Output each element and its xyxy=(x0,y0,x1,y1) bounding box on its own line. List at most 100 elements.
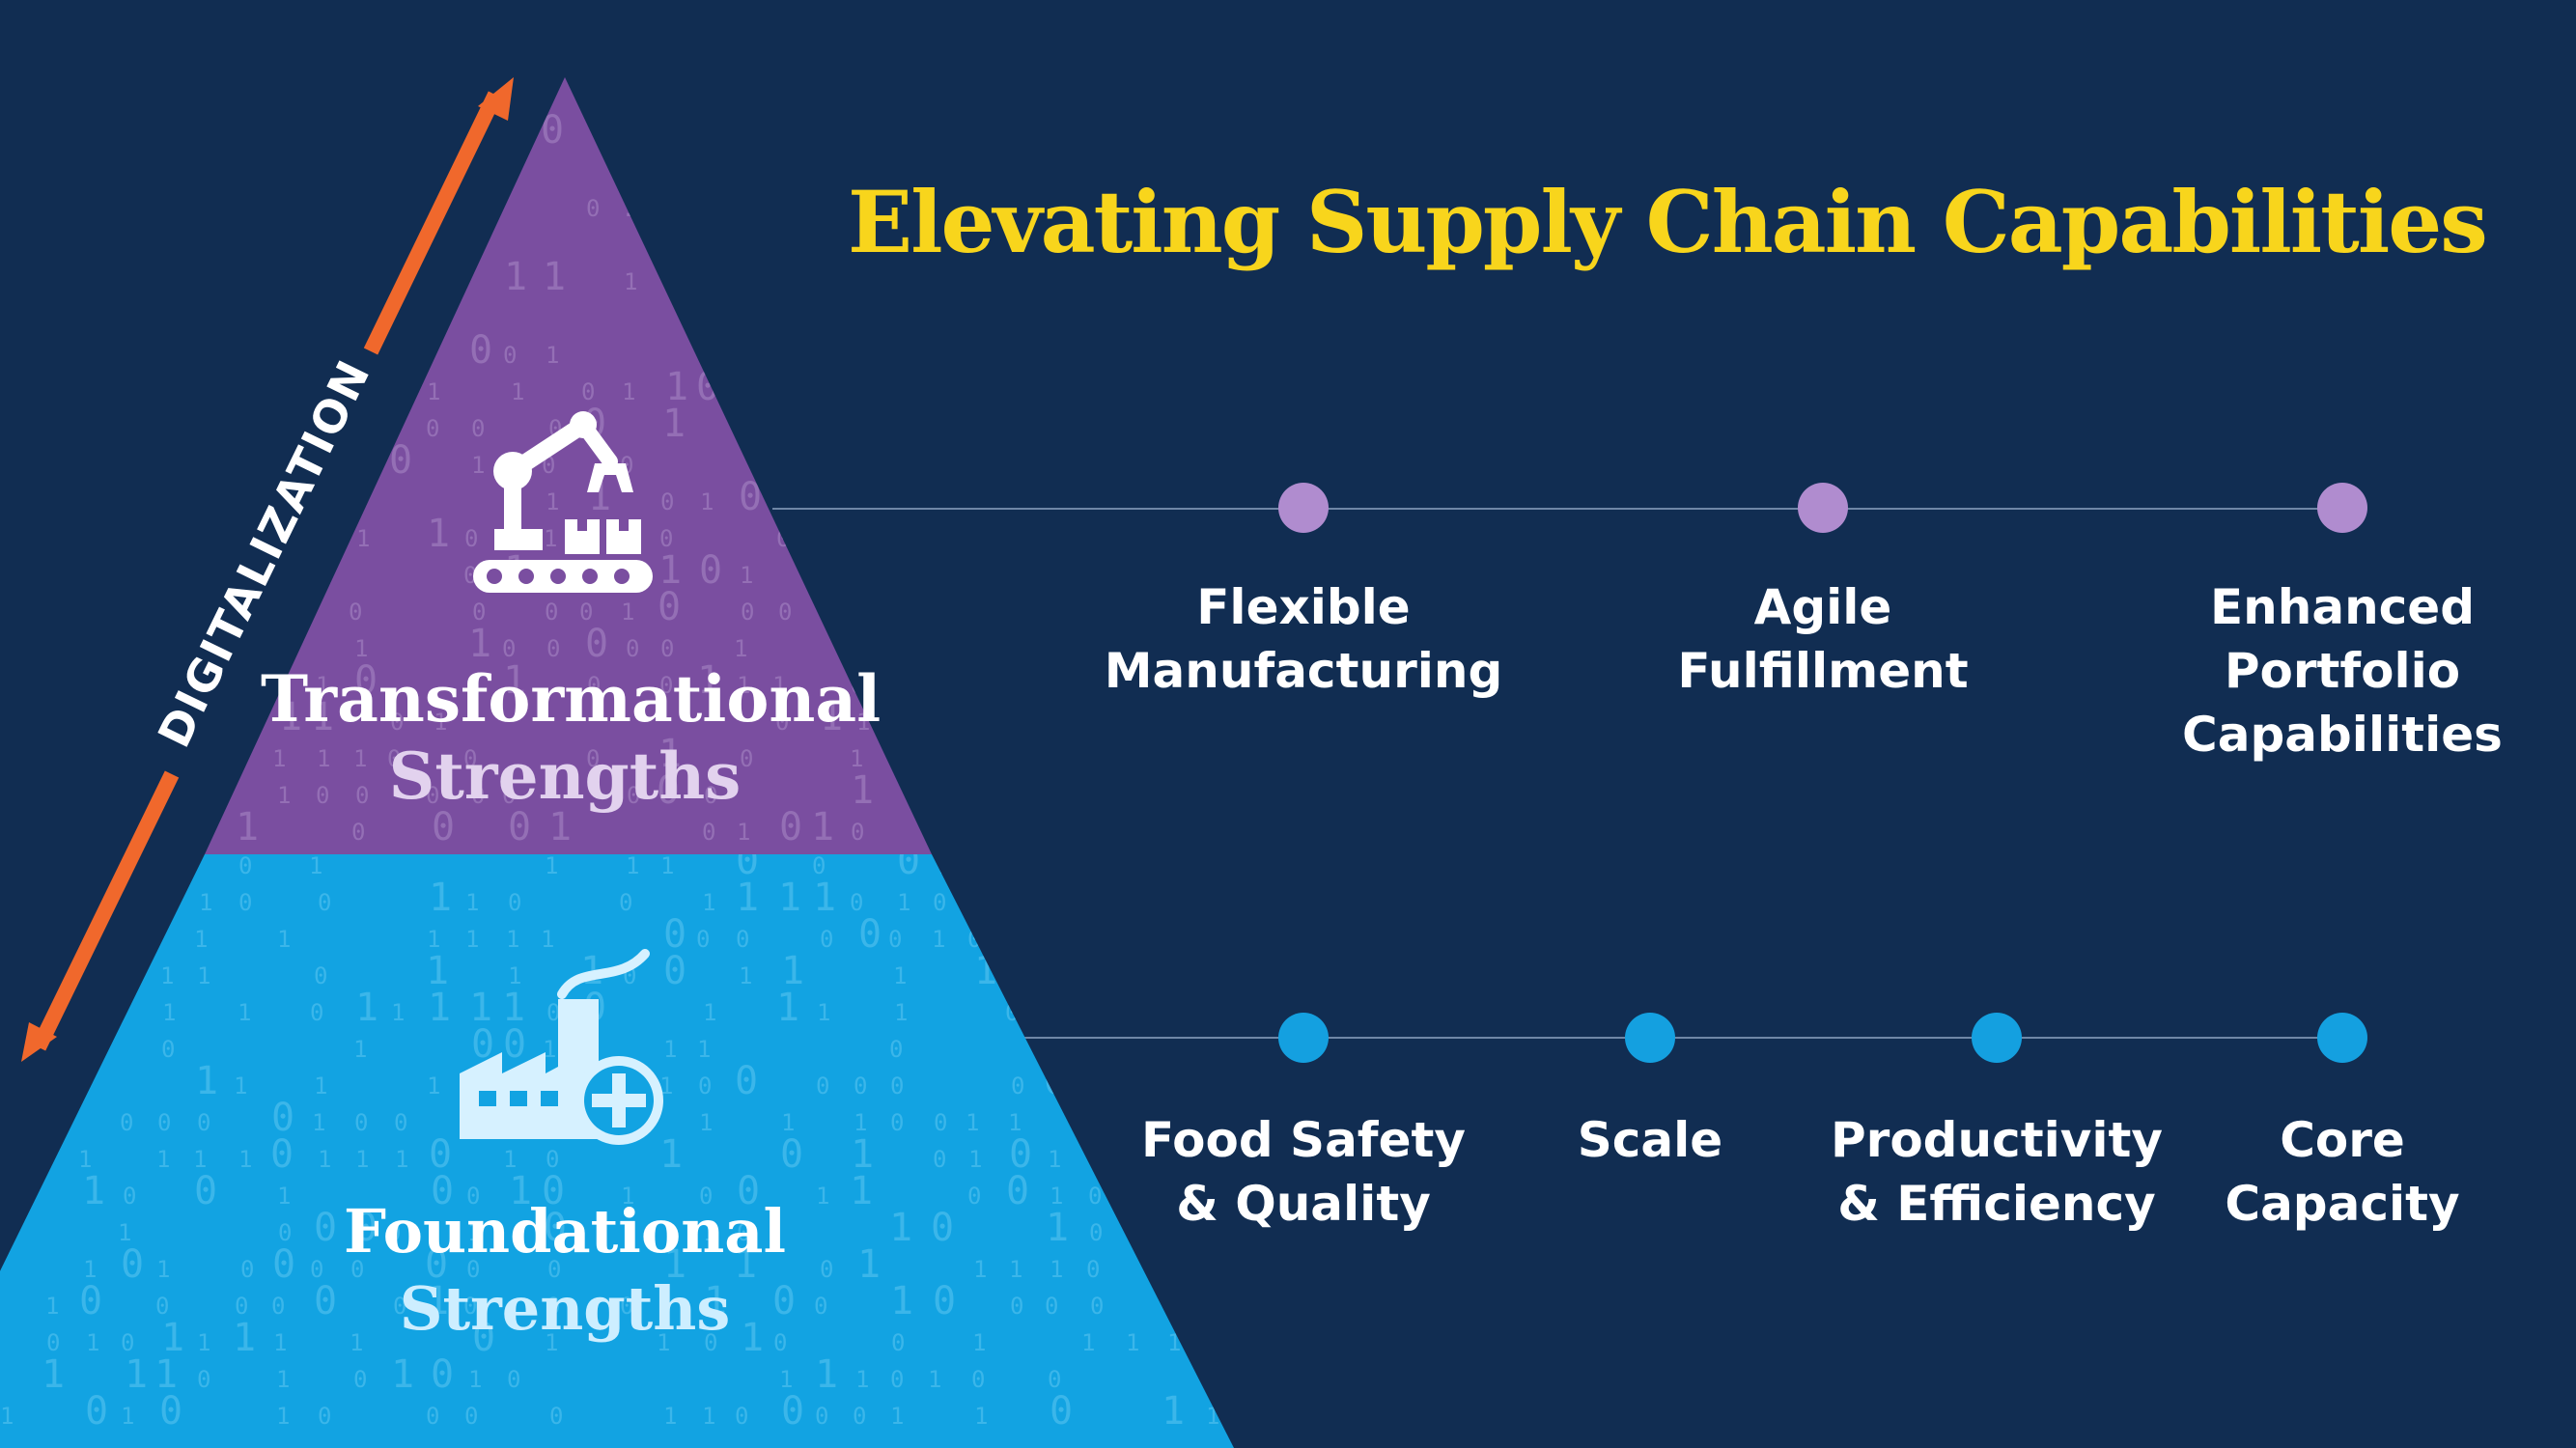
binary-digit: 0 xyxy=(1165,488,1179,515)
binary-digit: 0 xyxy=(1120,926,1134,953)
binary-digit: 0 xyxy=(1045,1293,1058,1320)
binary-digit: 0 xyxy=(318,889,331,916)
binary-digit: 1 xyxy=(850,745,863,772)
binary-digit: 0 xyxy=(125,292,148,336)
binary-digit: 0 xyxy=(79,415,93,442)
binary-digit: 0 xyxy=(194,85,208,112)
binary-digit: 1 xyxy=(968,1146,982,1173)
binary-digit: 0 xyxy=(472,1316,495,1360)
binary-digit: 1 xyxy=(1201,122,1215,149)
binary-digit: 0 xyxy=(737,1169,760,1213)
binary-digit: 1 xyxy=(238,999,251,1026)
binary-digit: 0 xyxy=(854,1072,867,1100)
binary-digit: 1 xyxy=(238,438,262,483)
binary-digit: 0 xyxy=(1046,488,1059,515)
binary-digit: 1 xyxy=(355,986,378,1030)
binary-digit: 0 xyxy=(586,745,600,772)
binary-digit: 0 xyxy=(967,1183,981,1210)
transformational-label-line2: Strengths xyxy=(388,738,742,814)
binary-digit: 0 xyxy=(354,1109,368,1136)
binary-digit: 0 xyxy=(776,525,790,552)
binary-digit: 0 xyxy=(1245,1329,1258,1356)
binary-digit: 0 xyxy=(1240,1352,1263,1397)
binary-digit: 0 xyxy=(125,342,138,369)
binary-digit: 1 xyxy=(234,1072,247,1100)
binary-digit: 1 xyxy=(506,926,519,953)
binary-digit: 0 xyxy=(310,1256,323,1283)
binary-digit: 1 xyxy=(388,71,411,116)
cap-flexible-manufacturing: Flexible Manufacturing xyxy=(1091,575,1516,703)
binary-digit: 1 xyxy=(314,525,327,552)
binary-digit: 1 xyxy=(273,1329,287,1356)
binary-digit: 0 xyxy=(814,1293,827,1320)
binary-digit: 1 xyxy=(1197,889,1211,916)
binary-digit: 0 xyxy=(1006,1169,1029,1213)
binary-digit: 1 xyxy=(352,452,366,479)
binary-digit: 0 xyxy=(1239,782,1252,809)
binary-digit: 1 xyxy=(662,402,686,446)
binary-digit: 1 xyxy=(543,255,566,299)
binary-digit: 1 xyxy=(1203,292,1226,336)
binary-digit: 0 xyxy=(45,635,59,662)
page-title: Elevating Supply Chain Capabilities xyxy=(848,172,2488,272)
binary-digit: 1 xyxy=(468,622,491,666)
binary-digit: 0 xyxy=(736,926,749,953)
cap-line: Core xyxy=(2280,1112,2405,1168)
transformational-label: Transformational Strengths xyxy=(261,660,881,815)
binary-digit: 0 xyxy=(238,268,251,295)
binary-digit: 1 xyxy=(1081,1329,1095,1356)
binary-digit: 0 xyxy=(314,1206,337,1250)
binary-digit: 0 xyxy=(81,599,95,626)
binary-digit: 0 xyxy=(426,782,439,809)
binary-digit: 1 xyxy=(1159,512,1182,556)
binary-digit: 1 xyxy=(160,962,174,989)
binary-digit: 0 xyxy=(1048,1036,1061,1063)
binary-digit: 0 xyxy=(429,1132,452,1177)
binary-digit: 0 xyxy=(431,1352,454,1397)
binary-digit: 1 xyxy=(427,512,450,556)
binary-digit: 0 xyxy=(735,108,758,153)
cap-line: Scale xyxy=(1577,1112,1723,1168)
binary-digit: 0 xyxy=(890,1366,904,1393)
binary-digit: 0 xyxy=(932,585,955,629)
binary-digit: 0 xyxy=(929,709,942,736)
binary-digit: 1 xyxy=(736,876,759,920)
binary-digit: 0 xyxy=(891,1329,905,1356)
cap-line: Agile xyxy=(1753,579,1892,635)
binary-digit: 1 xyxy=(889,1206,912,1250)
binary-digit: 1 xyxy=(851,1132,874,1177)
binary-digit: 1 xyxy=(700,488,714,515)
binary-digit: 1 xyxy=(508,962,521,989)
binary-digit: 0 xyxy=(349,599,362,626)
binary-digit: 0 xyxy=(970,889,984,916)
binary-digit: 1 xyxy=(154,1352,178,1397)
binary-digit: 1 xyxy=(316,672,329,699)
binary-digit: 1 xyxy=(7,512,30,556)
binary-digit: 1 xyxy=(277,926,291,953)
binary-digit: 0 xyxy=(389,438,412,483)
binary-digit: 1 xyxy=(465,889,479,916)
binary-digit: 1 xyxy=(309,852,322,879)
binary-digit: 1 xyxy=(543,1036,556,1063)
binary-digit: 0 xyxy=(1204,1279,1227,1323)
binary-digit: 0 xyxy=(545,599,558,626)
binary-digit: 0 xyxy=(197,1366,210,1393)
binary-digit: 1 xyxy=(277,1183,291,1210)
binary-digit: 0 xyxy=(390,709,404,736)
binary-digit: 1 xyxy=(86,1329,99,1356)
binary-digit: 1 xyxy=(509,1169,532,1213)
binary-digit: 0 xyxy=(779,805,802,849)
binary-digit: 1 xyxy=(737,672,750,699)
binary-digit: 1 xyxy=(1245,365,1268,409)
binary-digit: 1 xyxy=(889,709,903,736)
binary-digit: 1 xyxy=(740,562,753,589)
binary-digit: 0 xyxy=(890,1072,904,1100)
binary-digit: 1 xyxy=(626,852,639,879)
binary-digit: 0 xyxy=(1086,1256,1100,1283)
binary-digit: 1 xyxy=(541,926,554,953)
binary-digit: 1 xyxy=(820,695,843,739)
binary-digit: 1 xyxy=(1244,305,1257,332)
binary-digit: 0 xyxy=(658,585,681,629)
binary-digit: 1 xyxy=(815,1352,838,1397)
binary-digit: 1 xyxy=(545,1329,558,1356)
